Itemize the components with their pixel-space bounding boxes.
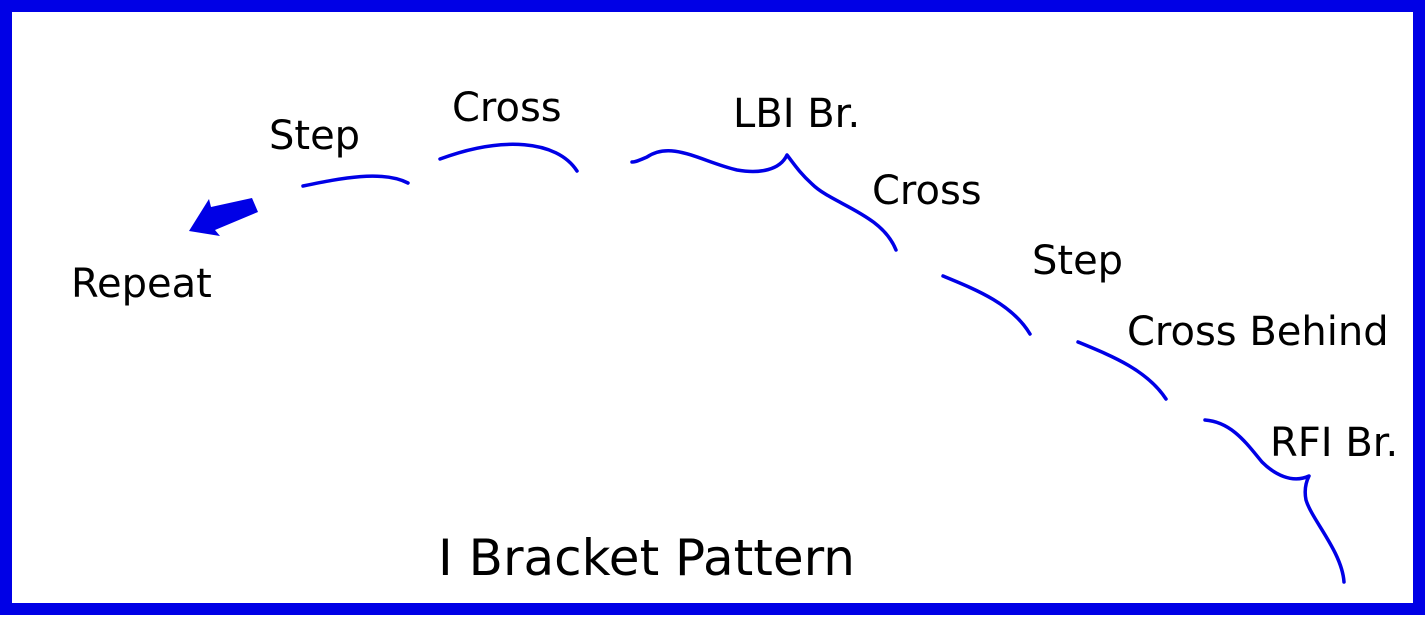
lbi-bracket-label: LBI Br. bbox=[733, 91, 860, 137]
repeat-label: Repeat bbox=[71, 261, 212, 307]
cross-behind-trace bbox=[1076, 340, 1168, 401]
step-label-2: Step bbox=[1032, 238, 1123, 284]
skating-pattern-diagram: Repeat Step Cross LBI Br. Cross Step Cro… bbox=[71, 85, 1398, 587]
step-trace-2 bbox=[941, 274, 1032, 336]
diagram-title: I Bracket Pattern bbox=[438, 529, 855, 587]
step-trace-1 bbox=[301, 174, 410, 188]
arrow-left-icon bbox=[189, 198, 258, 236]
rfi-bracket-trace bbox=[1203, 418, 1346, 584]
cross-trace-2 bbox=[630, 148, 898, 252]
step-label-1: Step bbox=[269, 113, 360, 159]
cross-behind-label: Cross Behind bbox=[1127, 309, 1389, 355]
cross-trace-1 bbox=[438, 142, 579, 173]
cross-label-2: Cross bbox=[872, 168, 982, 214]
cross-label-1: Cross bbox=[452, 85, 562, 131]
rfi-bracket-label: RFI Br. bbox=[1270, 420, 1398, 466]
